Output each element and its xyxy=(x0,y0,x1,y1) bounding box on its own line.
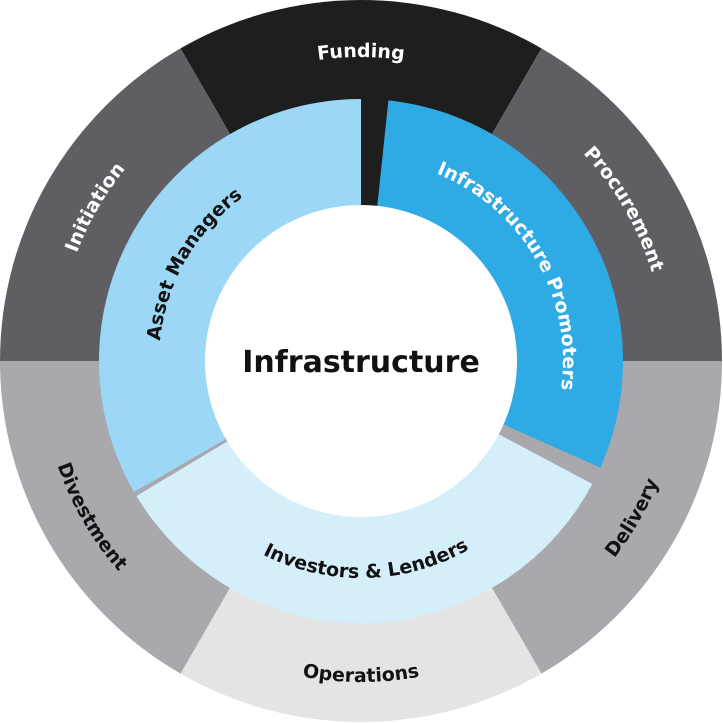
inner-segment-asset-managers xyxy=(98,99,361,492)
inner-segment-investors-lenders xyxy=(136,431,593,624)
center-circle xyxy=(205,205,517,517)
inner-segment-infrastructure-promoters xyxy=(376,100,624,468)
center-label: Infrastructure xyxy=(242,345,480,380)
